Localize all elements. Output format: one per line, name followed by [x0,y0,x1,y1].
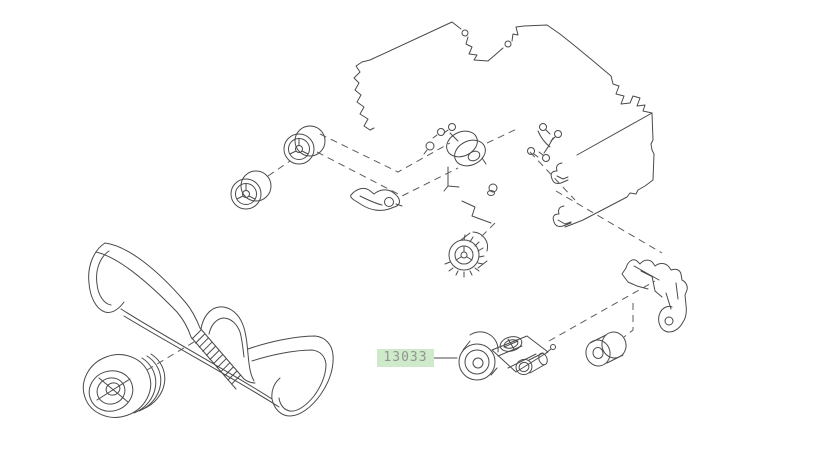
fastener-group [528,124,562,162]
tensioner-bracket [622,260,687,332]
idler-pulley-lower [231,171,271,209]
engine-side-panel [551,113,654,227]
pulley-bolts [424,124,497,196]
crankshaft-pulley [74,345,164,427]
timing-belt [89,243,333,416]
water-pump-pulley [442,126,489,170]
timing-cover-edge [444,167,491,223]
spacer-roller [583,329,629,368]
pivot-bracket [351,188,402,210]
knurled-roller [445,232,488,277]
leader-lines [147,128,662,370]
part-number-callout[interactable]: 13033 [377,349,434,367]
engine-outline [354,22,652,130]
belt-tensioner-assembly [459,332,556,380]
idler-pulley-upper [284,126,325,164]
